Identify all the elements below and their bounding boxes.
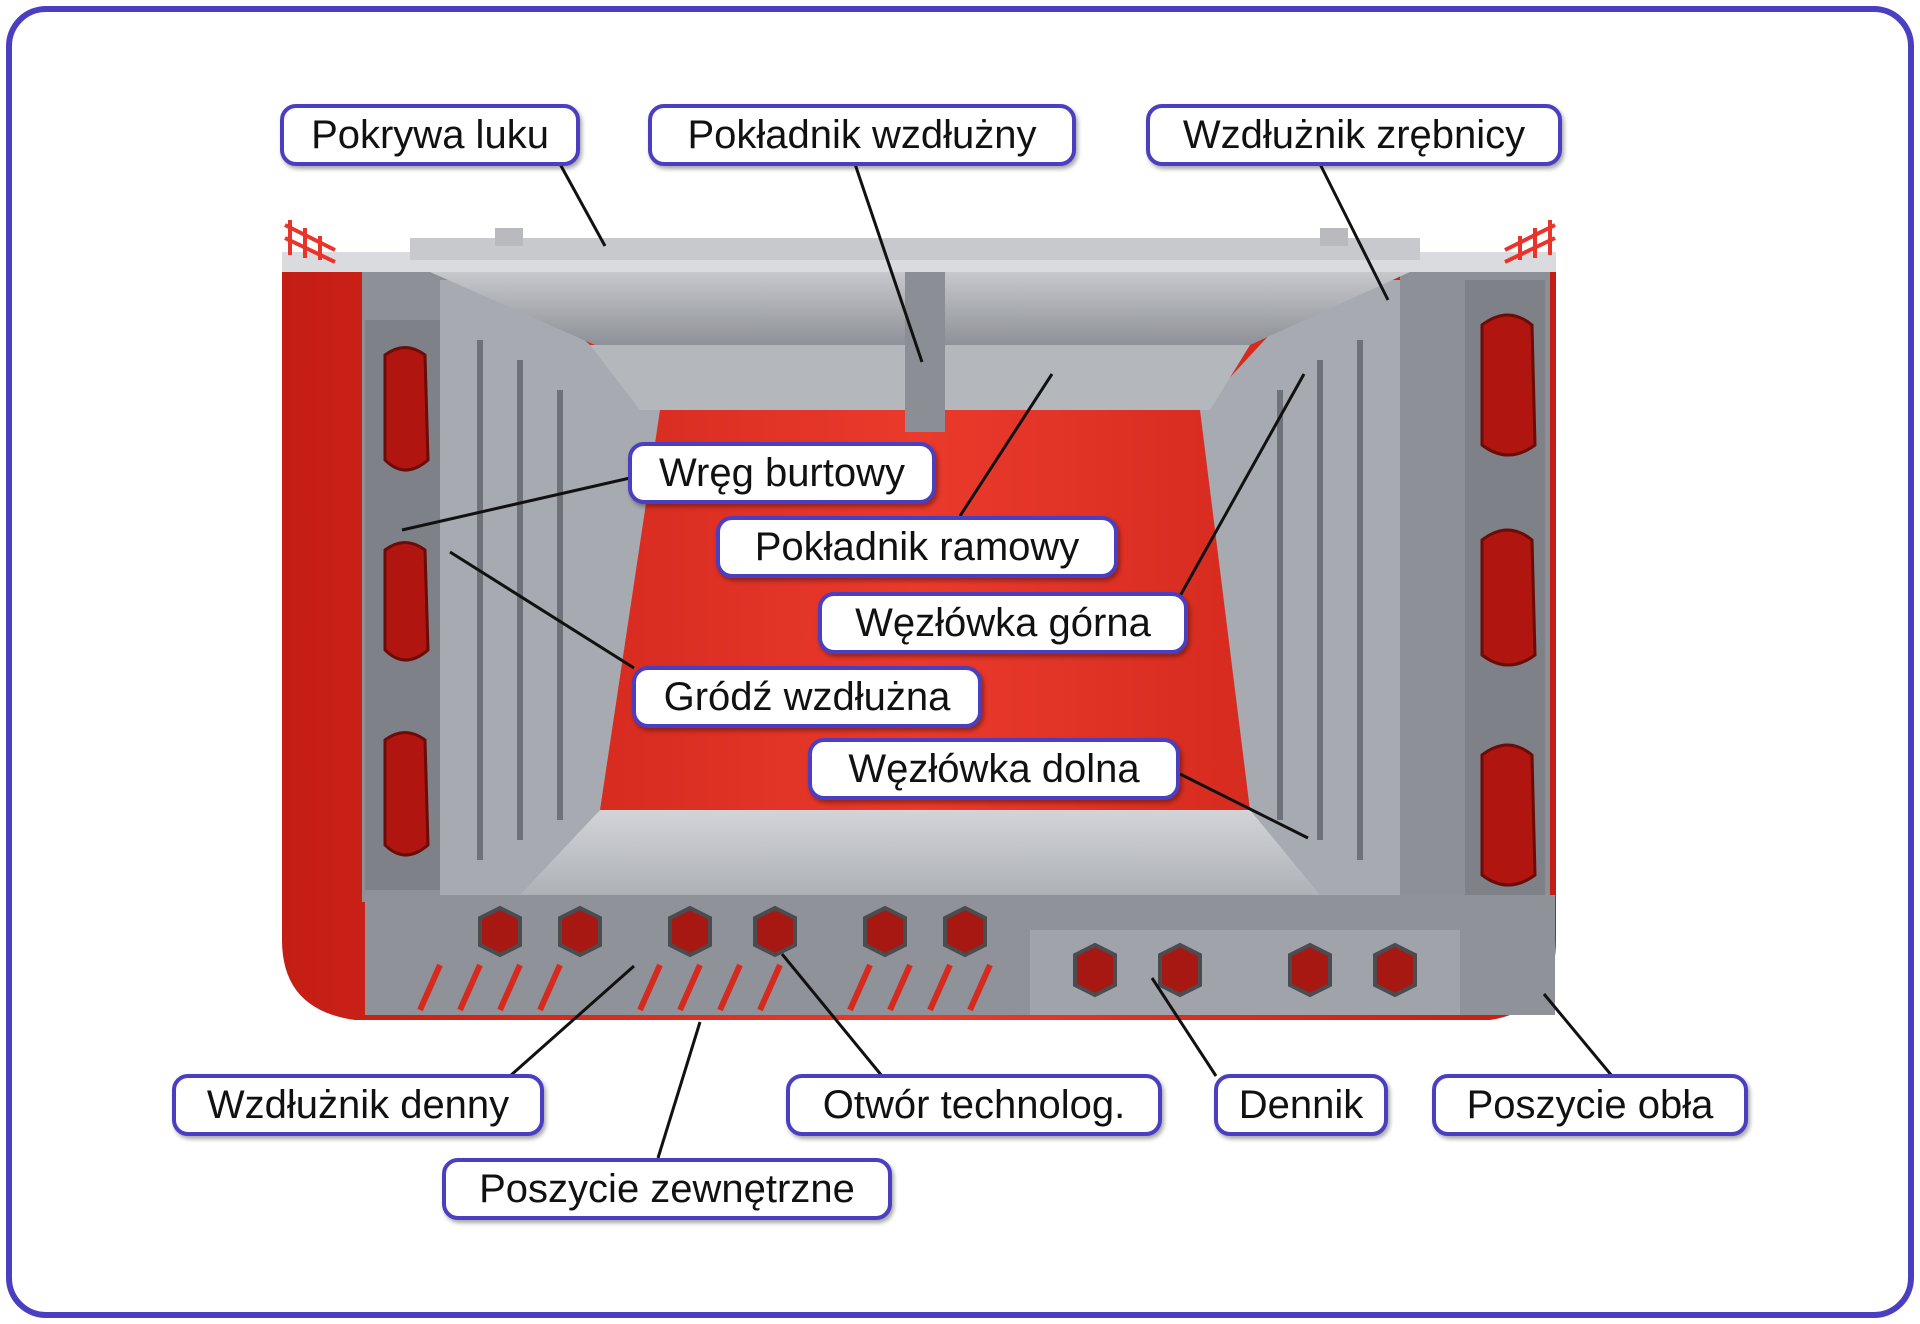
- label-deck-web-beam: Pokładnik ramowy: [716, 516, 1118, 578]
- leader-lower-bracket: [1179, 772, 1309, 840]
- side-opening-left-2: [383, 541, 430, 662]
- leader-access-opening: [780, 953, 884, 1077]
- leader-floor: [1150, 977, 1218, 1077]
- leader-upper-bracket: [1178, 373, 1306, 597]
- side-openings: [383, 313, 1537, 887]
- leader-shell-plating: [656, 1021, 702, 1159]
- label-upper-bracket: Węzłówka górna: [818, 592, 1188, 654]
- label-coaming-longitudinal: Wzdłużnik zrębnicy: [1146, 104, 1562, 166]
- leader-bilge-plating: [1542, 993, 1614, 1077]
- bulkhead-stiffeners: [477, 340, 1363, 860]
- label-bottom-longitudinal: Wzdłużnik denny: [172, 1074, 544, 1136]
- leader-deck-web-beam: [958, 373, 1054, 517]
- side-opening-left-3: [383, 731, 430, 857]
- tank-top: [520, 810, 1320, 895]
- label-deck-longitudinal: Pokładnik wzdłużny: [648, 104, 1076, 166]
- right-longitudinal-bulkhead: [1200, 280, 1400, 900]
- label-bilge-plating: Poszycie obła: [1432, 1074, 1748, 1136]
- side-opening-left-1: [383, 346, 430, 472]
- bottom-longitudinals: [417, 963, 993, 1012]
- leader-hatch-cover: [558, 163, 607, 247]
- left-longitudinal-bulkhead: [440, 280, 660, 900]
- label-shell-plating: Poszycie zewnętrzne: [442, 1158, 892, 1220]
- label-hatch-cover: Pokrywa luku: [280, 104, 580, 166]
- leader-side-frame: [401, 476, 631, 532]
- label-longitudinal-bulkhead: Gródź wzdłużna: [632, 666, 982, 728]
- label-access-opening: Otwór technolog.: [786, 1074, 1162, 1136]
- deck-longitudinal-girder: [905, 272, 945, 432]
- leader-longitudinal-bulkhead: [449, 550, 635, 670]
- side-opening-right-3: [1480, 743, 1537, 887]
- label-lower-bracket: Węzłówka dolna: [808, 738, 1180, 800]
- label-floor: Dennik: [1214, 1074, 1388, 1136]
- leader-bottom-longitudinal: [509, 964, 635, 1078]
- side-opening-right-1: [1480, 313, 1537, 457]
- leader-deck-longitudinal: [853, 163, 924, 363]
- bottom-openings: [478, 905, 1417, 998]
- leader-coaming-longitudinal: [1318, 163, 1390, 301]
- label-side-frame: Wręg burtowy: [628, 442, 936, 504]
- leader-lines: [401, 163, 1614, 1159]
- railings: [284, 220, 1556, 264]
- hatch-cover-plate: [410, 238, 1420, 260]
- side-opening-right-2: [1480, 528, 1537, 667]
